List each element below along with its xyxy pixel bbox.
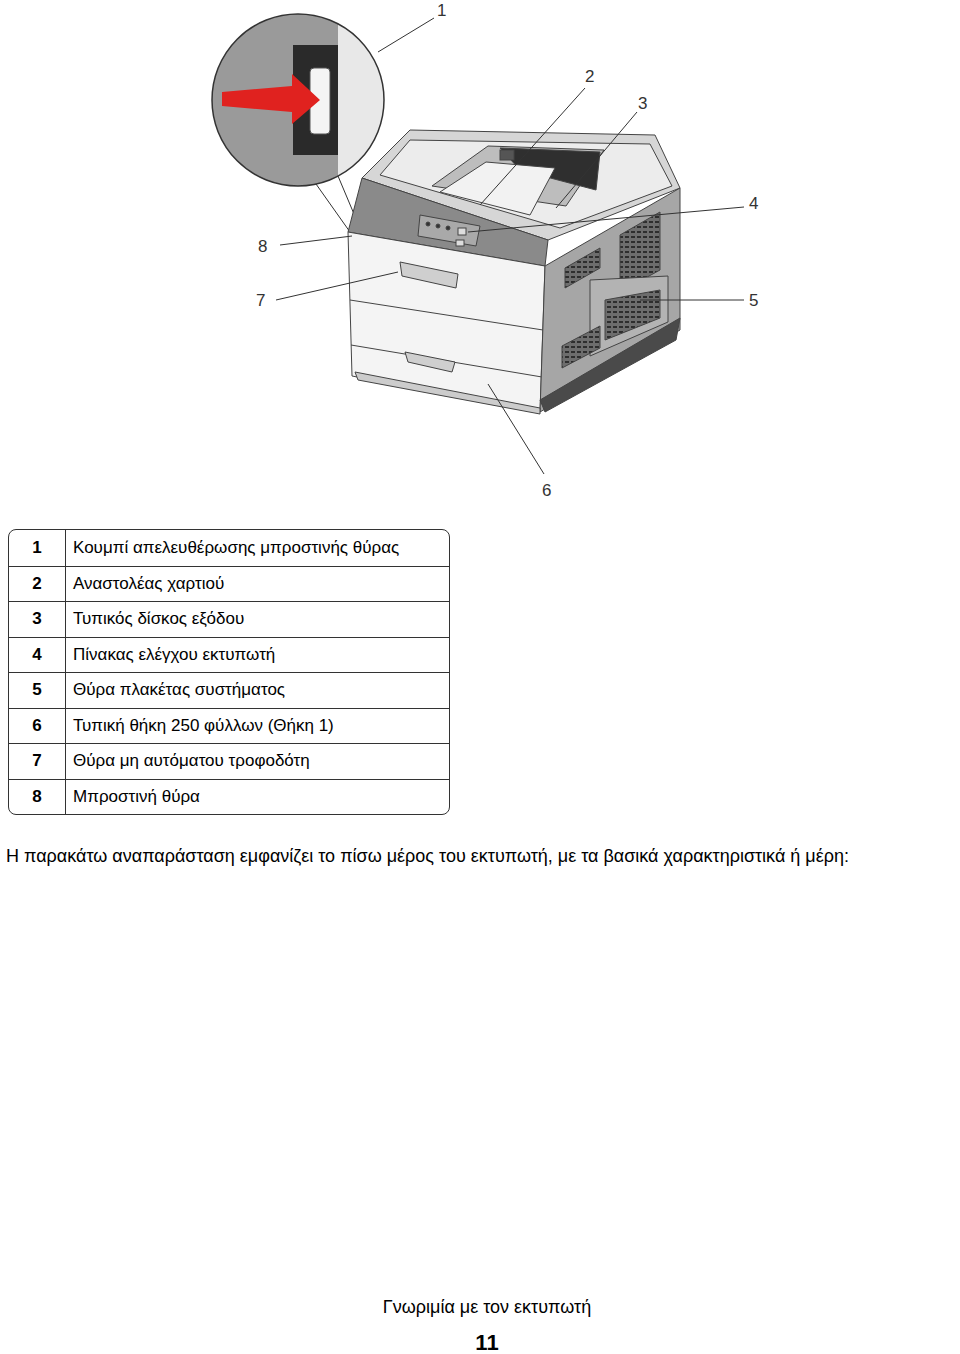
table-number: 8 (9, 780, 66, 815)
footer-title: Γνωριμία με τον εκτυπωτή (383, 1297, 591, 1318)
table-row: 4Πίνακας ελέγχου εκτυπωτή (9, 637, 449, 673)
table-text: Αναστολέας χαρτιού (66, 567, 449, 602)
table-number: 7 (9, 744, 66, 779)
table-row: 5Θύρα πλακέτας συστήματος (9, 672, 449, 708)
callout-number: 7 (256, 292, 265, 309)
callout-number: 8 (258, 238, 267, 255)
table-row: 8Μπροστινή θύρα (9, 779, 449, 815)
table-number: 5 (9, 673, 66, 708)
callout-number: 1 (437, 2, 446, 19)
table-row: 6Τυπική θήκη 250 φύλλων (Θήκη 1) (9, 708, 449, 744)
table-text: Πίνακας ελέγχου εκτυπωτή (66, 638, 449, 673)
callout-number: 3 (638, 95, 647, 112)
leader-lines (276, 18, 744, 474)
callout-number: 2 (585, 68, 594, 85)
body-text: Η παρακάτω αναπαράσταση εμφανίζει το πίσ… (6, 846, 849, 867)
table-row: 3Τυπικός δίσκος εξόδου (9, 601, 449, 637)
table-number: 4 (9, 638, 66, 673)
table-text: Τυπική θήκη 250 φύλλων (Θήκη 1) (66, 709, 449, 744)
callout-number: 5 (749, 292, 758, 309)
table-number: 2 (9, 567, 66, 602)
table-text: Τυπικός δίσκος εξόδου (66, 602, 449, 637)
table-number: 1 (9, 530, 66, 566)
table-number: 6 (9, 709, 66, 744)
table-row: 7Θύρα μη αυτόματου τροφοδότη (9, 743, 449, 779)
parts-table: 1Κουμπί απελευθέρωσης μπροστινής θύρας2Α… (8, 529, 450, 815)
printer-illustration (0, 0, 960, 520)
table-row: 2Αναστολέας χαρτιού (9, 566, 449, 602)
table-text: Μπροστινή θύρα (66, 780, 449, 815)
callout-number: 4 (749, 195, 758, 212)
table-text: Κουμπί απελευθέρωσης μπροστινής θύρας (66, 530, 449, 566)
table-text: Θύρα μη αυτόματου τροφοδότη (66, 744, 449, 779)
page-number: 11 (475, 1330, 498, 1354)
callout-number: 6 (542, 482, 551, 499)
table-row: 1Κουμπί απελευθέρωσης μπροστινής θύρας (9, 530, 449, 566)
table-text: Θύρα πλακέτας συστήματος (66, 673, 449, 708)
table-number: 3 (9, 602, 66, 637)
